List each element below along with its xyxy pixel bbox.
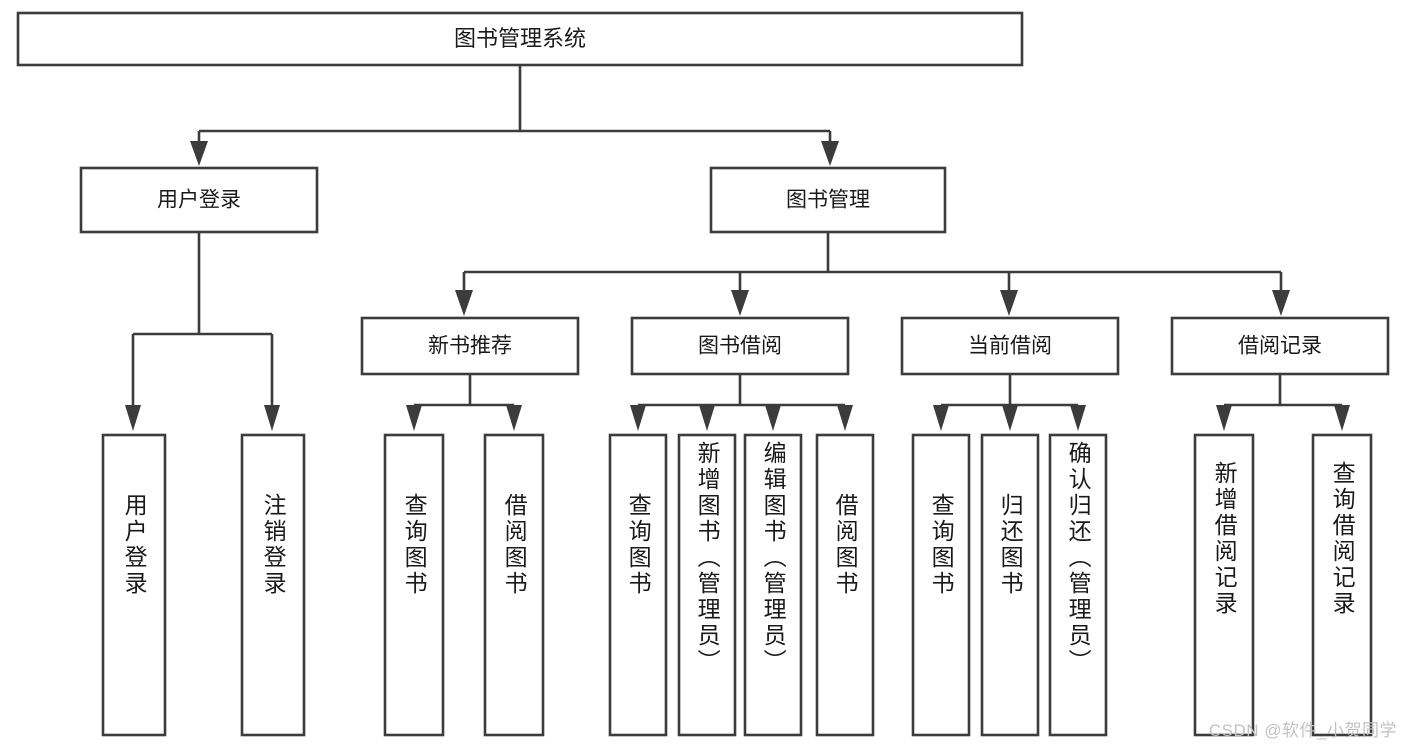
arrow-new-book-leaf-2 [506,405,522,431]
leaf-book-borrow-4-box[interactable] [815,433,875,737]
node-book-borrow-box[interactable] [630,316,850,376]
node-book-borrow-label: 图书借阅 [698,335,782,358]
arrow-book-borrow-leaf-1 [630,405,646,431]
arrow-borrow-record-leaf-2 [1334,405,1350,431]
leaf-book-borrow-3-box[interactable] [743,433,803,737]
node-root-label: 图书管理系统 [454,26,586,51]
leaf-user-login-1-box[interactable] [101,433,167,737]
node-new-book-label: 新书推荐 [428,335,512,358]
arrow-to-current-borrow [1000,290,1018,316]
node-user-login-label: 用户登录 [157,189,241,212]
leaf-current-borrow-1-box[interactable] [911,433,971,737]
arrow-to-user-login [190,141,208,166]
arrow-borrow-record-leaf-1 [1216,405,1232,431]
arrow-user-login-leaf-2 [264,405,280,431]
arrow-user-login-leaf-1 [125,405,141,431]
node-borrow-record-box[interactable] [1170,316,1390,376]
arrow-new-book-leaf-1 [406,405,422,431]
arrow-book-borrow-leaf-2 [699,405,715,431]
node-new-book-box[interactable] [360,316,580,376]
arrow-current-borrow-leaf-1 [933,405,949,431]
leaf-current-borrow-2-box[interactable] [980,433,1040,737]
node-current-borrow-label: 当前借阅 [968,335,1052,358]
node-root-box[interactable] [16,11,1024,67]
node-current-borrow-box[interactable] [900,316,1120,376]
leaf-borrow-record-2-box[interactable] [1311,433,1373,737]
node-book-management-box[interactable] [709,166,947,234]
node-borrow-record-label: 借阅记录 [1238,335,1322,358]
arrow-to-book-management [821,141,839,166]
arrow-current-borrow-leaf-2 [1002,405,1018,431]
leaf-new-book-1-box[interactable] [383,433,445,737]
arrow-to-new-book [455,290,473,316]
arrow-book-borrow-leaf-3 [765,405,781,431]
arrow-book-borrow-leaf-4 [837,405,853,431]
arrow-to-borrow-record [1272,290,1290,316]
arrow-to-book-borrow [731,290,749,316]
csdn-watermark: CSDN @软件_小贺同学 [1208,721,1397,740]
node-book-management-label: 图书管理 [786,189,870,212]
leaf-book-borrow-2-box[interactable] [677,433,737,737]
leaf-user-login-2-box[interactable] [240,433,306,737]
arrow-current-borrow-leaf-3 [1070,405,1086,431]
leaf-book-borrow-1-box[interactable] [608,433,668,737]
leaf-current-borrow-3-box[interactable] [1048,433,1108,737]
leaf-borrow-record-1-box[interactable] [1193,433,1255,737]
leaf-new-book-2-box[interactable] [483,433,545,737]
